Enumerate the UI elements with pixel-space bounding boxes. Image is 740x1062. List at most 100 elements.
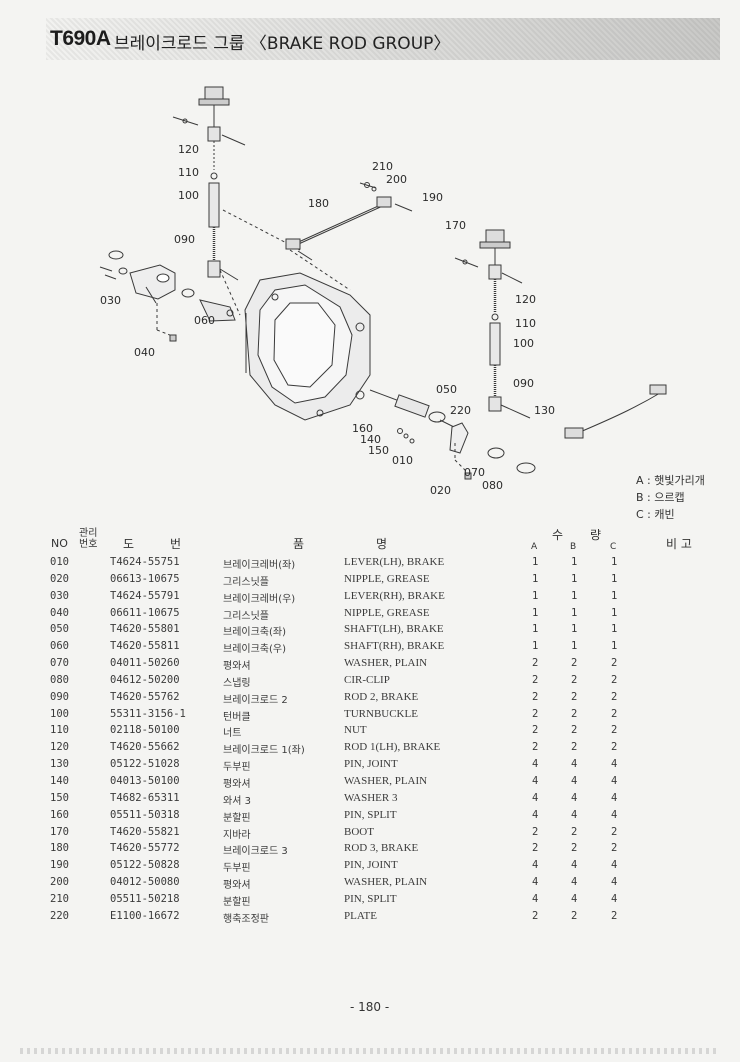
korean-name-cell: 그리스닛플	[223, 576, 269, 588]
part-no-cell: 060	[50, 640, 69, 653]
part-number-cell: 04612-50200	[110, 673, 180, 686]
qty-c-cell: 2	[611, 673, 618, 686]
english-name-cell: SHAFT(RH), BRAKE	[344, 640, 445, 653]
qty-c-cell: 4	[611, 892, 618, 905]
qty-a-cell: 4	[532, 791, 539, 804]
right-brake-lever-030	[99, 250, 236, 342]
part-number-cell: 05511-50218	[110, 892, 180, 905]
korean-name-cell: 브레이크레버(우)	[223, 593, 296, 605]
rod-3-assembly	[285, 182, 413, 261]
english-name-cell: ROD 2, BRAKE	[344, 690, 419, 703]
qty-a-cell: 2	[532, 825, 539, 838]
callout-220: 220	[450, 404, 471, 417]
left-shaft-assembly	[369, 389, 536, 480]
qty-b-cell: 2	[571, 673, 578, 686]
qty-c-cell: 2	[611, 690, 618, 703]
part-number-cell: 05122-50828	[110, 859, 180, 872]
english-name-cell: ROD 1(LH), BRAKE	[344, 741, 441, 754]
english-name-cell: NIPPLE, GREASE	[344, 572, 430, 585]
right-rod-assembly	[454, 229, 531, 419]
qty-a-cell: 4	[532, 774, 539, 787]
part-no-cell: 100	[50, 707, 69, 720]
part-number-cell: 04011-50260	[110, 657, 180, 670]
korean-name-cell: 와셔 3	[223, 795, 251, 807]
part-number-cell: E1100-16672	[110, 909, 180, 922]
callout-190: 190	[422, 191, 443, 204]
qty-c-cell: 4	[611, 859, 618, 872]
qty-a-cell: 2	[532, 909, 539, 922]
qty-a-cell: 2	[532, 673, 539, 686]
part-number-cell: 55311-3156-1	[110, 707, 186, 720]
page-number: - 180 -	[350, 1000, 390, 1014]
qty-a-cell: 1	[532, 606, 539, 619]
korean-name-cell: 너트	[223, 728, 242, 740]
qty-c-cell: 4	[611, 876, 618, 889]
qty-a-cell: 1	[532, 556, 539, 568]
part-number-cell: 05122-51028	[110, 758, 180, 771]
header-remark: 비 고	[666, 537, 692, 551]
callout-140: 140	[360, 433, 381, 446]
korean-name-cell: 그리스닛플	[223, 610, 269, 622]
callout-170: 170	[445, 219, 466, 232]
qty-b-cell: 4	[571, 876, 578, 889]
korean-name-cell: 브레이크축(우)	[223, 644, 287, 656]
qty-a-cell: 2	[532, 657, 539, 670]
qty-c-cell: 1	[611, 640, 618, 653]
korean-name-cell: 턴버클	[223, 711, 251, 723]
qty-c-cell: 4	[611, 774, 618, 787]
english-name-cell: CIR-CLIP	[344, 673, 390, 686]
callout-160: 160	[352, 422, 373, 435]
left-rod-assembly	[172, 86, 301, 316]
english-name-cell: LEVER(LH), BRAKE	[344, 556, 445, 568]
callout-130: 130	[534, 404, 555, 417]
part-number-cell: T4682-65311	[110, 791, 180, 804]
part-no-cell: 210	[50, 892, 69, 905]
qty-b-cell: 1	[571, 572, 578, 585]
callout-180: 180	[308, 197, 329, 210]
callout-110-left: 110	[178, 166, 199, 179]
korean-name-cell: 브레이크레버(좌)	[223, 560, 296, 571]
english-name-cell: LEVER(RH), BRAKE	[344, 589, 445, 602]
qty-b-cell: 2	[571, 724, 578, 737]
qty-a-cell: 4	[532, 876, 539, 889]
qty-b-cell: 2	[571, 707, 578, 720]
callout-110-right: 110	[515, 317, 536, 330]
english-name-cell: ROD 3, BRAKE	[344, 842, 419, 855]
header-dobeon-2: 번	[170, 537, 182, 551]
qty-c-cell: 2	[611, 842, 618, 855]
header-mgmt-no: 관리번호	[79, 528, 98, 550]
qty-b-cell: 2	[571, 842, 578, 855]
part-no-cell: 130	[50, 758, 69, 771]
korean-name-cell: 평와셔	[223, 661, 251, 673]
brake-rod-diagram-svg: 120 110 100 090 030 060 040 210 200 180 …	[99, 86, 667, 497]
qty-a-cell: 2	[532, 707, 539, 720]
callout-040: 040	[134, 346, 155, 359]
korean-name-cell: 분할핀	[223, 812, 251, 824]
english-name-cell: WASHER 3	[344, 791, 398, 804]
english-name-cell: NUT	[344, 724, 367, 737]
part-number-cell: T4620-55772	[110, 842, 180, 855]
part-number-cell: T4620-55662	[110, 741, 180, 754]
header-col-a: A	[531, 542, 538, 552]
qty-c-cell: 1	[611, 572, 618, 585]
qty-b-cell: 4	[571, 808, 578, 821]
callout-030: 030	[100, 294, 121, 307]
qty-b-cell: 2	[571, 741, 578, 754]
header-pummyeong-1: 품	[293, 537, 305, 551]
part-no-cell: 070	[50, 657, 69, 670]
part-no-cell: 170	[50, 825, 69, 838]
korean-name-cell: 브레이크로드 1(좌)	[223, 745, 305, 757]
english-name-cell: PIN, JOINT	[344, 859, 398, 872]
part-no-cell: 120	[50, 741, 69, 754]
callout-020: 020	[430, 484, 451, 497]
qty-c-cell: 2	[611, 724, 618, 737]
